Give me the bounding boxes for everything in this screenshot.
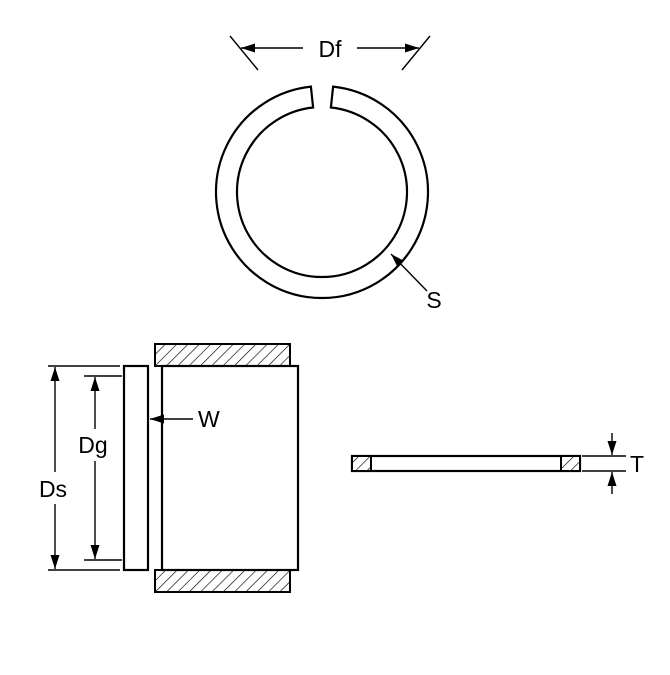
dg-label: Dg (78, 432, 107, 458)
ds-label-background (36, 472, 72, 504)
shaft-body (160, 364, 300, 572)
ds-dimension: Ds (36, 365, 120, 571)
dg-label-background (74, 429, 114, 461)
housing-hatched-section-bottom (154, 569, 291, 593)
ring-cross-section-hatch-right (560, 455, 581, 472)
df-dimension: Df (229, 33, 431, 71)
w-label: W (198, 406, 220, 432)
ring-cross-section-hatch-left (351, 455, 372, 472)
dg-dimension: Dg (74, 375, 122, 561)
df-label: Df (319, 36, 343, 62)
housing-hatched-section-top (154, 343, 291, 367)
df-label-background (303, 33, 357, 63)
ring-cross-section-body (350, 454, 582, 473)
ds-label: Ds (39, 476, 67, 502)
t-dimension: T (582, 433, 644, 494)
ring-side-profile (122, 364, 150, 572)
cross-section-view (350, 454, 582, 473)
s-label: S (426, 287, 441, 313)
df-extension-line-left (229, 35, 259, 71)
side-view-installation (122, 343, 300, 593)
df-extension-line-right (401, 35, 431, 71)
snap-ring-body (214, 85, 430, 300)
w-callout: W (150, 406, 220, 432)
front-view-ring (214, 85, 430, 300)
t-label: T (630, 451, 644, 477)
s-callout: S (390, 253, 442, 313)
s-leader-line (390, 253, 428, 292)
